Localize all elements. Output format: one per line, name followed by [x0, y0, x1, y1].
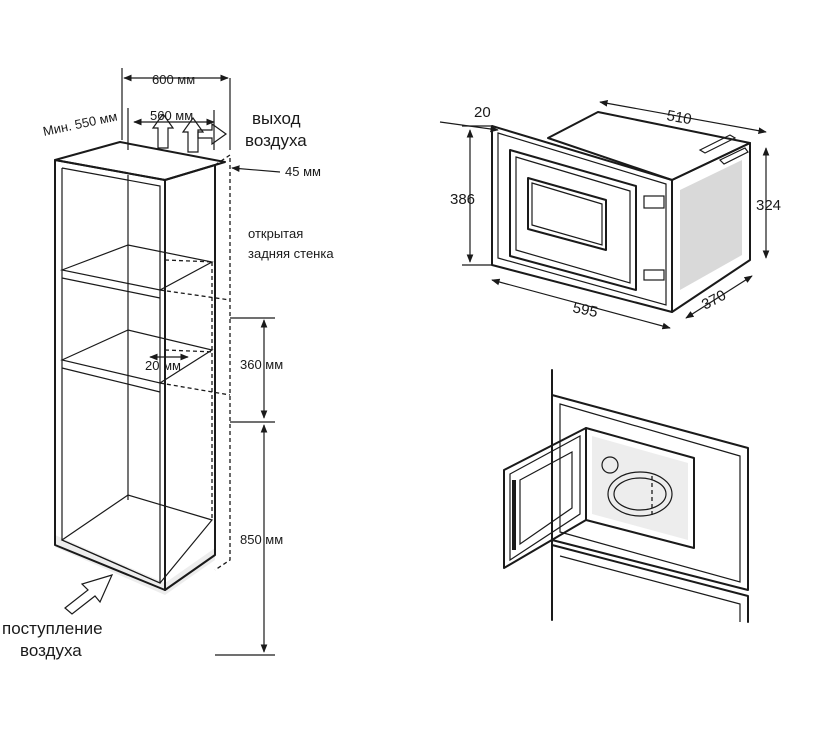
width-595-label: 595	[571, 299, 599, 321]
frame-20-label: 20	[474, 104, 491, 121]
cabinet-drawing	[54, 141, 231, 595]
air-in-arrow	[64, 574, 114, 615]
height-360-label: 360 мм	[240, 357, 283, 372]
niche-560-label: 560 мм	[150, 108, 193, 123]
height-850-label: 850 мм	[240, 532, 283, 547]
gap-20-label: 20 мм	[145, 358, 181, 373]
installed-microwave-drawing	[503, 369, 749, 623]
air-in-label-1: поступление	[2, 619, 103, 638]
width-600-label: 600 мм	[152, 72, 195, 87]
air-in-label-2: воздуха	[20, 641, 82, 660]
gap-45-label: 45 мм	[285, 164, 321, 179]
microwave-dimensions	[439, 100, 770, 330]
air-out-label-1: выход	[252, 109, 301, 128]
height-386-label: 386	[450, 191, 475, 208]
air-out-label-2: воздуха	[245, 131, 307, 150]
min-depth-label: Мин. 550 мм	[42, 109, 119, 139]
cabinet-dimensions	[121, 68, 281, 656]
height-324-label: 324	[756, 197, 781, 214]
microwave-drawing	[491, 111, 751, 313]
open-back-label-2: задняя стенка	[248, 246, 334, 261]
depth-510-label: 510	[665, 107, 693, 128]
open-back-label-1: открытая	[248, 226, 303, 241]
